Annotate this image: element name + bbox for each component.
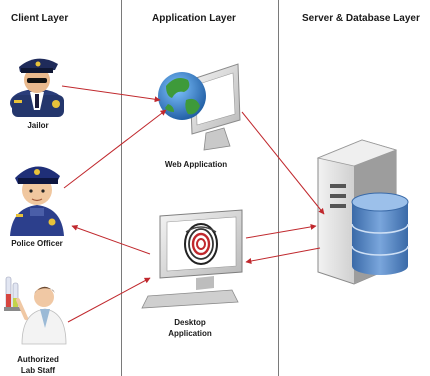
- jailor-icon: [10, 58, 64, 117]
- fingerprint-icon: [184, 223, 218, 265]
- divider-app-server: [278, 0, 279, 376]
- arrow-desktop-to-server: [245, 223, 317, 239]
- lab-staff-icon: [4, 276, 67, 345]
- desktop-application-icon: [141, 209, 243, 309]
- arrow-desktop-to-police: [71, 225, 151, 255]
- server-layer-title: Server & Database Layer: [302, 13, 420, 24]
- police-officer-icon: [10, 166, 64, 236]
- client-layer-title: Client Layer: [11, 13, 69, 24]
- arrow-labstaff-to-desktop: [67, 277, 151, 323]
- lab-staff-label-line2: Lab Staff: [20, 366, 56, 375]
- desktop-application-label-line2: Application: [168, 329, 212, 338]
- arrow-jailor-to-web: [61, 85, 161, 103]
- arrow-server-to-desktop: [245, 247, 321, 264]
- web-application-icon: [158, 63, 241, 151]
- arrow-web-to-server: [241, 111, 325, 215]
- arrow-police-to-web: [63, 109, 167, 189]
- application-layer-title: Application Layer: [152, 13, 236, 24]
- jailor-label: Jailor: [27, 121, 49, 130]
- divider-client-app: [121, 0, 122, 376]
- lab-staff-label-line1: Authorized: [17, 355, 59, 364]
- desktop-application-label-line1: Desktop: [174, 318, 206, 327]
- police-officer-label: Police Officer: [11, 239, 63, 248]
- server-database-icon: [316, 139, 409, 285]
- web-application-label: Web Application: [164, 160, 228, 169]
